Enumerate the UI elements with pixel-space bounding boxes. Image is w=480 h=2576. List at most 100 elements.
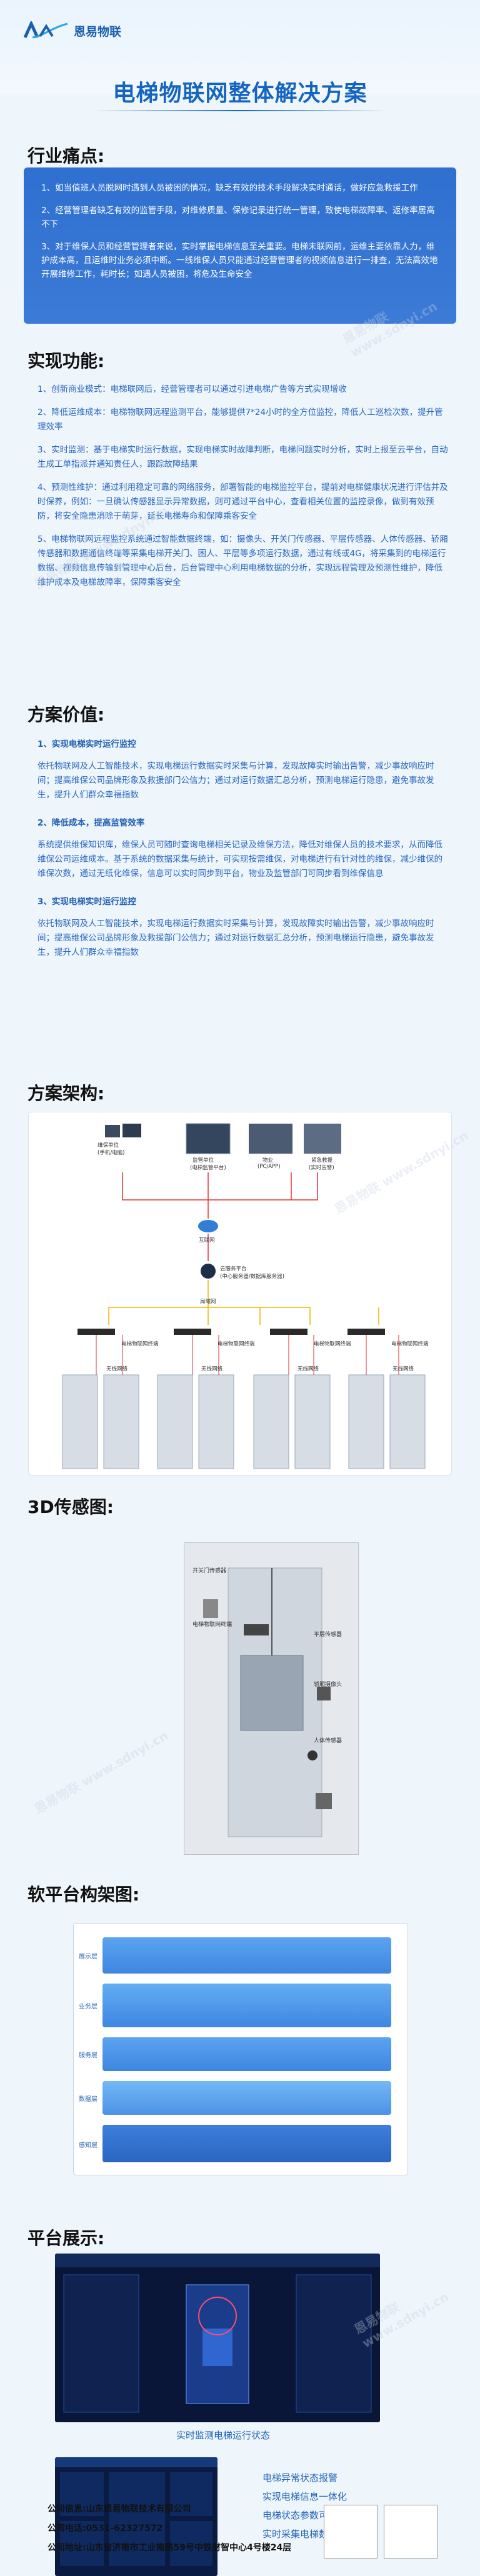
feature-item: 4、预测性维护：通过利用稳定可靠的网络服务，部署智能的电梯监控平台，提前对电梯健… — [38, 482, 448, 521]
pain-item: 2、经营管理者缺乏有效的监管手段，对维修质量、保修记录进行统一管理，致使电梯故障… — [41, 206, 435, 229]
layer-label: 业务层 — [79, 2004, 98, 2010]
layer-label: 展示层 — [79, 1954, 98, 1960]
feature-item: 5、电梯物联网远程监控系统通过智能数据终端，如：摄像头、开关门传感器、平层传感器… — [38, 534, 448, 587]
camera-icon — [308, 1750, 318, 1760]
switch-icon — [348, 1329, 385, 1335]
footer-address: 公司地址:山东省济南市工业南路59号中铁财智中心4号楼24层 — [48, 2543, 292, 2553]
architecture-diagram: 维保单位 (手机/电脑) 监管单位 (电梯监管平台) 物业 (PC/APP) 紧… — [29, 1112, 451, 1475]
page-title: 电梯物联网整体解决方案 — [112, 81, 368, 106]
value-title: 2、降低成本，提高监管效率 — [38, 818, 145, 828]
title-divider — [94, 110, 386, 111]
door-sensor-icon — [203, 1599, 218, 1618]
dashboard-screenshot — [55, 2457, 218, 2576]
elevator-car — [240, 1655, 304, 1731]
sensor-heading: 3D传感图: — [28, 1497, 114, 1517]
sensor-label: 平层传感器 — [314, 1632, 342, 1638]
monitor-screenshot — [55, 2254, 380, 2422]
sensor-label: 电梯物联网终端 — [192, 1622, 232, 1628]
node-internet: 互联网 — [199, 1237, 215, 1244]
elevator-shaft — [184, 1542, 359, 1855]
footer-phone: 公司电话:0531-62327572 — [48, 2524, 163, 2534]
footer: 公司信息:山东恩易物联技术有限公司 公司电话:0531-62327572 公司地… — [48, 2500, 291, 2558]
pain-points-box: 1、如当值班人员脱网时遇到人员被困的情况，缺乏有效的技术手段解决实时通话，做好应… — [24, 167, 456, 324]
node-property: 物业 — [262, 1157, 274, 1164]
page-header: 恩易物联 电梯物联网整体解决方案 — [0, 0, 480, 111]
platform-layer — [102, 2037, 391, 2071]
node-carrier: 无线网络 — [392, 1366, 414, 1372]
node-terminal: 电梯物联网终端 — [121, 1341, 159, 1347]
shaft-svg — [203, 1567, 332, 1837]
server-icon — [201, 1264, 216, 1279]
feature-item: 3、实时监测：基于电梯实时运行数据，实现电梯实时故障判断，电梯问题实时分析，实时… — [38, 445, 448, 469]
features-list: 1、创新商业模式：电梯联网后，经营管理者可以通过引进电梯广告等方式实现增收 2、… — [38, 382, 450, 599]
qr-code-icon[interactable] — [384, 2505, 438, 2559]
value-list: 1、实现电梯实时运行监控 依托物联网及人工智能技术，实现电梯运行数据实时采集与计… — [38, 737, 450, 969]
dashboard-icon — [304, 1124, 341, 1154]
node-carrier: 无线网络 — [298, 1366, 319, 1372]
switch-icon — [78, 1329, 115, 1335]
monitor-svg — [55, 2254, 380, 2413]
brand-name: 恩易物联 — [74, 24, 122, 39]
node-alarm-sub: (实时告警) — [309, 1165, 334, 1171]
platform-layer — [102, 2081, 391, 2115]
sensor-label: 开关门传感器 — [192, 1568, 227, 1574]
feature-item: 2、降低运维成本：电梯物联网远程监测平台，能够提供7*24小时的全方位监控，降低… — [38, 407, 443, 432]
logo-mark-icon — [24, 21, 68, 39]
node-maint-unit: 维保单位 — [98, 1142, 119, 1149]
platform-heading: 软平台构架图: — [28, 1884, 140, 1905]
node-supervision-sub: (电梯监管平台) — [190, 1165, 226, 1171]
node-server: 云服务平台 — [220, 1266, 247, 1272]
showcase-heading: 平台展示: — [28, 2228, 105, 2249]
architecture-heading: 方案架构: — [28, 1083, 105, 1104]
architecture-svg — [62, 1123, 426, 1469]
showcase-feature: 电梯异常状态报警 — [262, 2472, 338, 2484]
switch-icon — [174, 1329, 211, 1335]
phone-icon — [105, 1125, 120, 1137]
node-server-sub: (中心服务器/数据库服务器) — [220, 1274, 284, 1280]
showcase-caption: 实时监测电梯运行状态 — [176, 2430, 271, 2441]
sensor-label: 轿厢摄像头 — [314, 1682, 342, 1688]
features-heading: 实现功能: — [28, 351, 105, 371]
node-supervision: 监管单位 — [192, 1157, 214, 1164]
laptop-icon — [122, 1124, 141, 1137]
terminal-box-icon — [244, 1624, 269, 1635]
cloud-icon — [198, 1220, 218, 1232]
platform-layer — [102, 2125, 391, 2162]
platform-layer — [102, 1984, 391, 2027]
floor-sensor-icon — [317, 1687, 331, 1700]
pain-heading: 行业痛点: — [28, 146, 105, 166]
layer-label: 感知层 — [79, 2142, 98, 2149]
sensor-diagram: 开关门传感器 平层传感器 电梯物联网终端 轿厢摄像头 人体传感器 — [29, 1517, 451, 1855]
node-maint-mobile: (手机/电脑) — [98, 1150, 125, 1156]
node-terminal: 电梯物联网终端 — [391, 1341, 429, 1347]
platform-layer — [102, 1937, 391, 1974]
switch-icon — [270, 1329, 308, 1335]
platform-diagram: 展示层 业务层 服务层 数据层 感知层 — [74, 1924, 408, 2175]
node-local-net: 局域网 — [200, 1299, 216, 1305]
value-body: 依托物联网及人工智能技术，实现电梯运行数据实时采集与计算，发现故障实时输出告警，… — [38, 761, 434, 800]
pain-item: 3、对于维保人员和经营管理者来说，实时掌握电梯信息至关重要。电梯未联网前，运维主… — [41, 242, 438, 279]
sensor-label: 人体传感器 — [314, 1738, 342, 1744]
control-room-icon — [249, 1124, 292, 1154]
value-body: 系统提供维保知识库，维保人员可随时查询电梯相关记录及维保方法，降低对维保人员的技… — [38, 840, 442, 879]
brand-logo[interactable]: 恩易物联 — [24, 21, 121, 40]
node-terminal: 电梯物联网终端 — [314, 1341, 351, 1347]
qr-code-icon[interactable] — [324, 2505, 378, 2559]
value-heading: 方案价值: — [28, 704, 105, 725]
body-sensor-icon — [316, 1793, 332, 1809]
value-title: 1、实现电梯实时运行监控 — [38, 739, 136, 749]
node-alarm: 紧急救援 — [311, 1157, 333, 1164]
node-carrier: 无线网络 — [106, 1366, 128, 1372]
value-body: 依托物联网及人工智能技术，实现电梯运行数据实时采集与计算，发现故障实时输出告警，… — [38, 919, 434, 957]
feature-item: 1、创新商业模式：电梯联网后，经营管理者可以通过引进电梯广告等方式实现增收 — [38, 384, 347, 394]
node-carrier: 无线网络 — [201, 1366, 223, 1372]
node-terminal: 电梯物联网终端 — [218, 1341, 255, 1347]
showcase-feature: 实现电梯信息一体化 — [262, 2491, 348, 2502]
pain-item: 1、如当值班人员脱网时遇到人员被困的情况，缺乏有效的技术手段解决实时通话，做好应… — [41, 183, 418, 193]
dashboard-svg — [55, 2457, 218, 2566]
footer-company: 公司信息:山东恩易物联技术有限公司 — [48, 2504, 191, 2514]
node-property-sub: (PC/APP) — [258, 1164, 281, 1170]
value-title: 3、实现电梯实时运行监控 — [38, 897, 136, 907]
layer-label: 服务层 — [79, 2052, 98, 2059]
layer-label: 数据层 — [79, 2096, 98, 2103]
